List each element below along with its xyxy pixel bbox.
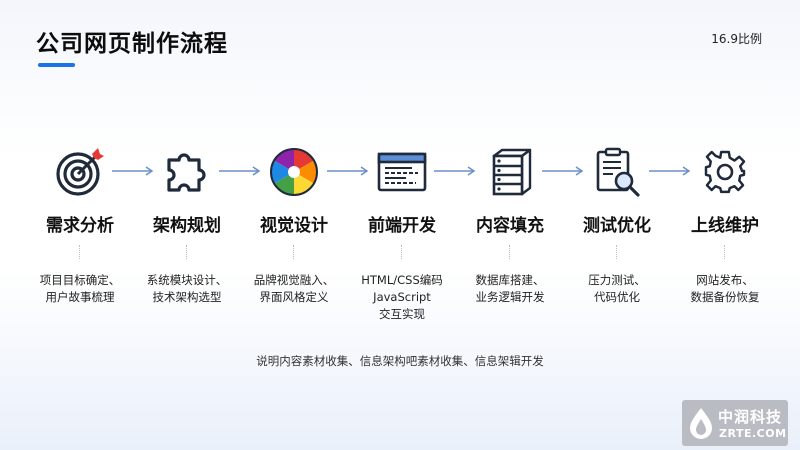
flow-arrow <box>433 166 479 176</box>
step-description: HTML/CSS编码 JavaScript 交互实现 <box>361 273 443 321</box>
step-description: 数据库搭建、 业务逻辑开发 <box>475 273 545 304</box>
puzzle-icon <box>161 146 213 198</box>
step-description: 项目目标确定、 用户故事梳理 <box>39 273 121 304</box>
step-description: 品牌视觉融入、 界面风格定义 <box>253 273 335 304</box>
step-description: 系统模块设计、 技术架构选型 <box>146 273 228 304</box>
aspect-ratio-label: 16.9比例 <box>711 32 762 46</box>
dotted-connector <box>616 245 618 259</box>
brand-watermark: 中润科技 ZRTE.COM <box>682 400 788 446</box>
process-flow: 需求分析 项目目标确定、 用户故事梳理 架构规划 系统模块设计、 技术架构选型 <box>25 146 780 323</box>
dotted-connector <box>509 245 511 259</box>
step-label: 前端开发 <box>368 216 436 236</box>
step-label: 内容填充 <box>476 216 544 236</box>
dotted-connector <box>79 245 81 259</box>
step-requirements-analysis: 需求分析 项目目标确定、 用户故事梳理 <box>25 146 135 306</box>
color-wheel-icon <box>268 146 320 198</box>
server-icon <box>484 146 536 198</box>
step-label: 视觉设计 <box>260 216 328 236</box>
target-icon <box>54 146 106 198</box>
step-description: 网站发布、 数据备份恢复 <box>690 273 760 304</box>
flow-arrow <box>111 166 157 176</box>
title-underline <box>38 63 75 67</box>
step-label: 需求分析 <box>46 216 114 236</box>
dotted-connector <box>401 245 403 259</box>
step-visual-design: 视觉设计 品牌视觉融入、 界面风格定义 <box>239 146 349 306</box>
step-description: 压力测试、 代码优化 <box>588 273 646 304</box>
page-title: 公司网页制作流程 <box>36 31 228 57</box>
flow-arrow <box>326 166 372 176</box>
step-architecture-planning: 架构规划 系统模块设计、 技术架构选型 <box>132 146 242 306</box>
step-label: 上线维护 <box>691 216 759 236</box>
footnote: 说明内容素材收集、信息架构吧素材收集、信息架辑开发 <box>256 354 544 368</box>
flow-arrow <box>541 166 587 176</box>
dotted-connector <box>186 245 188 259</box>
dotted-connector <box>293 245 295 259</box>
step-testing-optimization: 测试优化 压力测试、 代码优化 <box>562 146 672 306</box>
brand-name: 中润科技 <box>718 408 783 426</box>
gear-icon <box>699 146 751 198</box>
flow-arrow <box>648 166 694 176</box>
brand-domain: ZRTE.COM <box>719 427 787 440</box>
step-frontend-development: 前端开发 HTML/CSS编码 JavaScript 交互实现 <box>347 146 457 323</box>
document-search-icon <box>591 146 643 198</box>
step-launch-maintenance: 上线维护 网站发布、 数据备份恢复 <box>670 146 780 306</box>
step-content-filling: 内容填充 数据库搭建、 业务逻辑开发 <box>455 146 565 306</box>
brand-logo-icon <box>688 407 714 439</box>
step-label: 架构规划 <box>153 216 221 236</box>
browser-code-icon <box>376 146 428 198</box>
dotted-connector <box>724 245 726 259</box>
flow-arrow <box>218 166 264 176</box>
step-label: 测试优化 <box>583 216 651 236</box>
